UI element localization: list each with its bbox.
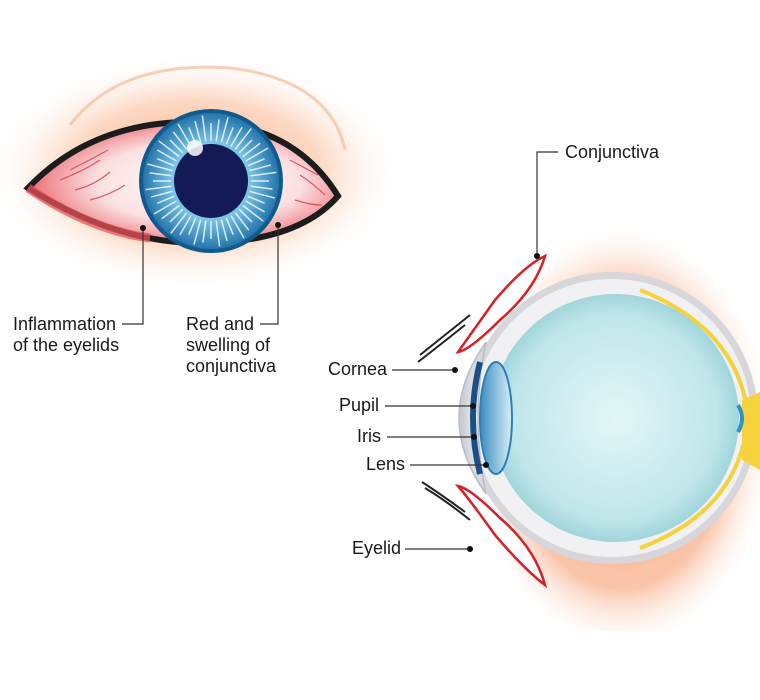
pointer-dot-red-swelling — [275, 222, 281, 228]
pointer-dot-iris — [471, 434, 477, 440]
leader-conjunctiva — [536, 151, 558, 256]
optic-nerve — [742, 392, 760, 470]
pointer-dot-eyelid — [467, 546, 473, 552]
swollen-lower-lid — [25, 184, 151, 243]
iris-section — [470, 361, 483, 475]
label-inflammation-line-2: of the eyelids — [13, 335, 120, 355]
label-cornea: Cornea — [328, 359, 388, 379]
pointer-dot-pupil — [470, 403, 476, 409]
label-conjunctiva: Conjunctiva — [565, 142, 660, 162]
label-pupil: Pupil — [339, 395, 380, 415]
eye-cross-section — [385, 151, 760, 632]
label-lens: Lens — [366, 454, 406, 474]
blood-vessels — [59, 149, 326, 206]
leader-inflammation — [122, 228, 144, 325]
pointer-dot-conjunctiva — [534, 253, 540, 259]
label-red-swelling-line-1: Red and — [186, 314, 255, 334]
lower-eyelashes — [421, 481, 471, 521]
pupil-front — [174, 144, 248, 218]
eye-highlight — [187, 140, 203, 156]
label-red-swelling: Red and swelling of conjunctiva — [186, 314, 276, 377]
lower-eyelid-conjunctiva — [454, 484, 548, 589]
label-eyelid: Eyelid — [352, 538, 402, 558]
pointer-dot-cornea — [452, 367, 458, 373]
lens-shape — [479, 361, 513, 475]
pointer-dot-inflammation — [140, 225, 146, 231]
upper-eyelashes — [417, 314, 471, 363]
pointer-dot-lens — [483, 462, 489, 468]
label-inflammation-line-1: Inflammation — [13, 314, 117, 334]
label-inflammation: Inflammation of the eyelids — [13, 314, 119, 356]
label-iris: Iris — [357, 426, 381, 446]
leader-red-swelling — [260, 225, 279, 325]
vitreous-body — [491, 294, 739, 542]
upper-eyelid-conjunctiva — [455, 253, 547, 354]
label-red-swelling-line-3: conjunctiva — [186, 356, 277, 376]
upper-eyelid-crease — [68, 65, 347, 151]
front-eye-illustration — [0, 52, 405, 325]
label-red-swelling-line-2: swelling of — [186, 335, 271, 355]
optic-disc — [736, 403, 744, 433]
